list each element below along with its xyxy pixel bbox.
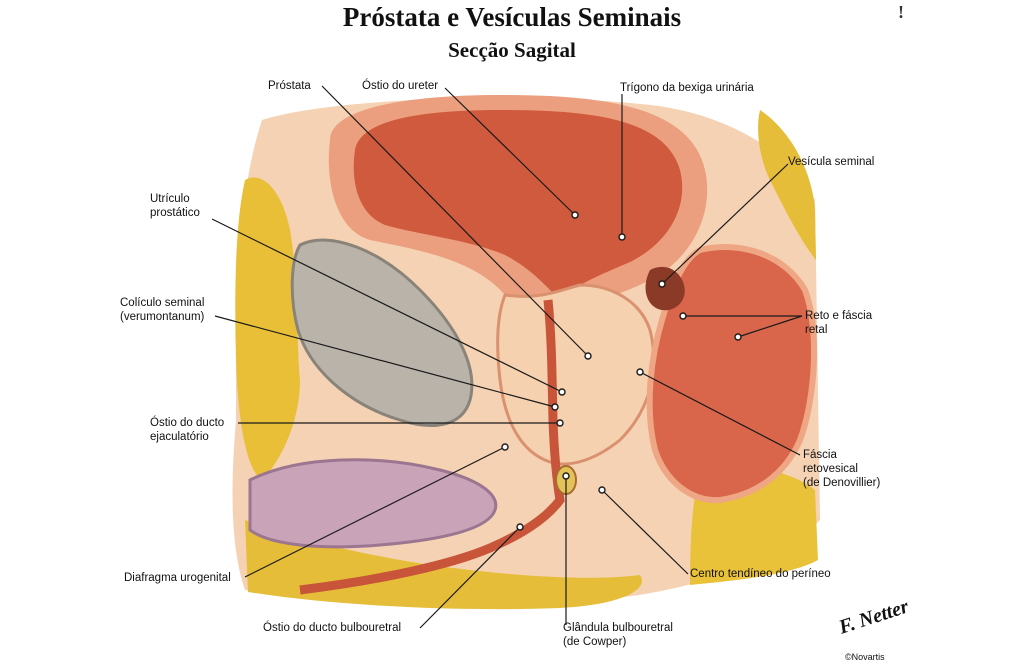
dot-utriculo (558, 388, 566, 396)
leader-vesicula (661, 163, 789, 285)
label-glandula-line1: Glândula bulbouretral (563, 622, 673, 634)
label-vesicula-seminal: Vesícula seminal (788, 156, 875, 168)
label-prostata: Próstata (268, 80, 311, 92)
label-reto-line2: retal (805, 324, 828, 336)
dot-diafragma (501, 443, 509, 451)
dot-reto-1 (679, 312, 687, 320)
leader-centro (601, 489, 689, 575)
fat-left (235, 177, 300, 480)
label-fascia-line1: Fáscia (803, 449, 837, 461)
label-ostio-ureter: Óstio do ureter (362, 80, 439, 92)
label-reto-line1: Reto e fáscia (805, 310, 873, 322)
page-subtitle: Secção Sagital (448, 38, 576, 62)
label-utriculo: Utrículo prostático (150, 192, 200, 220)
dot-prostata (584, 352, 592, 360)
urethra (299, 299, 565, 595)
label-reto: Reto e fáscia retal (805, 309, 872, 337)
dot-reto-2 (734, 333, 742, 341)
dot-trigono (618, 233, 626, 241)
label-fascia-line3: (de Denovillier) (803, 477, 881, 489)
bladder-lumen (353, 110, 683, 300)
leader-reto-2 (737, 315, 803, 338)
dot-ostio-ejac (556, 419, 564, 427)
label-centro-tendineo: Centro tendíneo do períneo (690, 568, 831, 580)
label-fascia: Fáscia retovesical (de Denovillier) (803, 448, 880, 490)
label-glandula: Glândula bulbouretral (de Cowper) (563, 621, 673, 649)
leader-diafragma (244, 446, 506, 578)
label-ostio-ejac-line2: ejaculatório (150, 431, 209, 443)
rectum (646, 244, 818, 504)
label-coliculo: Colículo seminal (verumontanum) (120, 296, 204, 324)
dot-glandula (562, 472, 570, 480)
dot-vesicula (658, 280, 666, 288)
label-coliculo-line1: Colículo seminal (120, 297, 205, 309)
label-ostio-ejaculatorio: Óstio do ducto ejaculatório (150, 416, 224, 444)
stray-mark: ! (898, 2, 904, 22)
label-fascia-line2: retovesical (803, 463, 858, 475)
leader-prostata (321, 85, 589, 357)
label-utriculo-line1: Utrículo (150, 193, 190, 205)
page-title: Próstata e Vesículas Seminais (342, 2, 682, 32)
label-glandula-line2: (de Cowper) (563, 636, 627, 648)
dot-ostio-ureter (571, 211, 579, 219)
copyright-text: ©Novartis (845, 652, 885, 662)
label-diafragma: Diafragma urogenital (124, 572, 231, 584)
dot-fascia (636, 368, 644, 376)
dot-centro (598, 486, 606, 494)
leader-fascia (639, 371, 801, 456)
leader-ostio-bulbo (419, 526, 521, 629)
corpus-spongiosum (248, 458, 498, 549)
label-ostio-ejac-line1: Óstio do ducto (150, 417, 225, 429)
seminal-vesicle (645, 266, 685, 311)
label-coliculo-line2: (verumontanum) (120, 311, 205, 323)
fat-right-upper (758, 110, 816, 260)
leader-utriculo (211, 218, 563, 393)
dot-coliculo (551, 403, 559, 411)
dot-ostio-bulbo (516, 523, 524, 531)
label-ostio-bulbouretral: Óstio do ducto bulbouretral (263, 622, 402, 634)
prostate (496, 283, 656, 466)
leader-coliculo (214, 315, 556, 408)
leader-ostio-ureter (444, 87, 576, 216)
label-trigono: Trígono da bexiga urinária (620, 82, 754, 94)
label-utriculo-line2: prostático (150, 207, 200, 219)
